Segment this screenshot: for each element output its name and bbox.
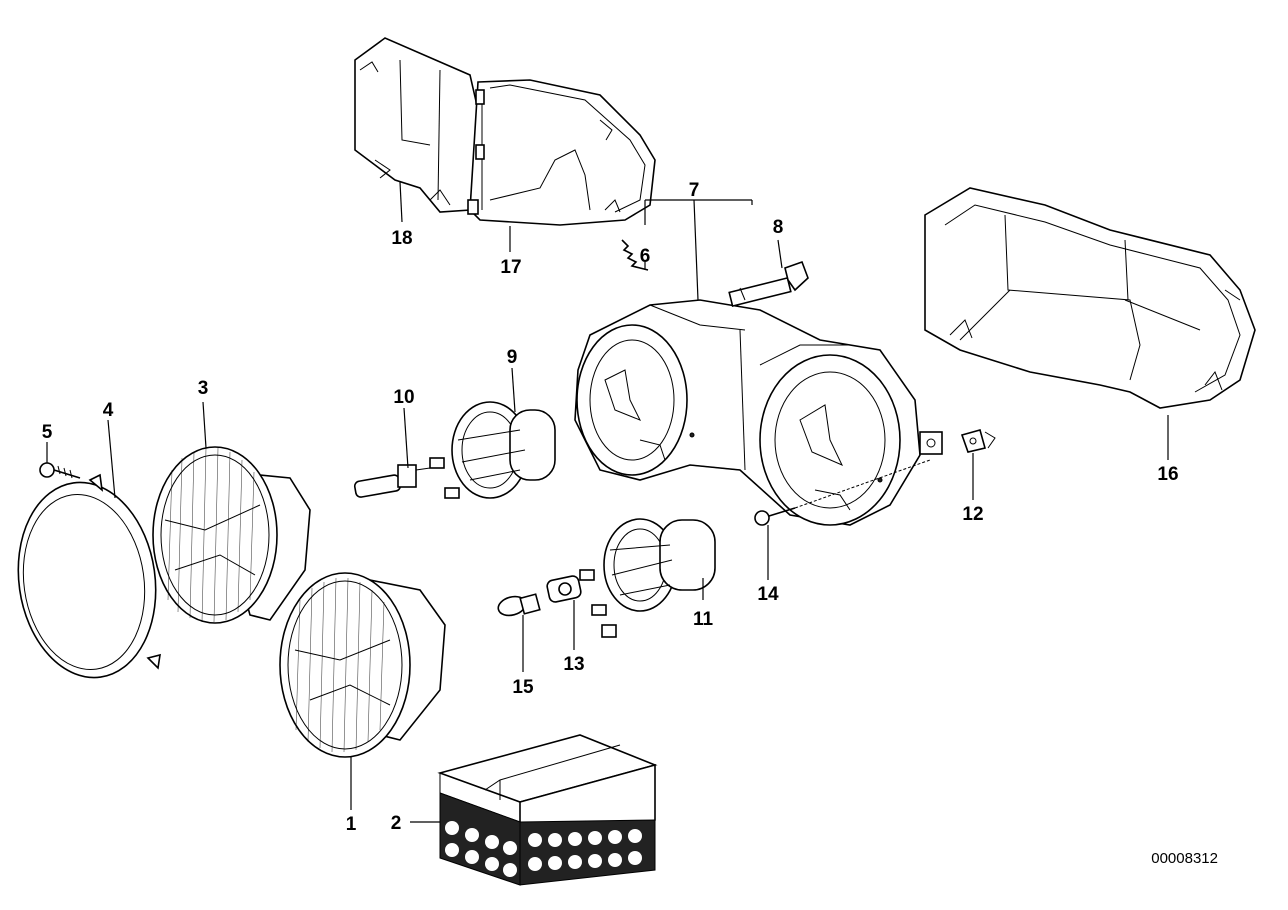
part-3-headlight — [152, 446, 311, 624]
callout-10: 10 — [393, 387, 414, 408]
part-14-screw — [754, 459, 931, 526]
part-15-small-bulb — [497, 593, 541, 617]
callout-1: 1 — [346, 814, 357, 835]
callout-8: 8 — [773, 217, 784, 238]
document-number: 00008312 — [1151, 850, 1218, 867]
part-16-tray — [924, 187, 1256, 409]
part-6-spring — [621, 239, 649, 271]
callout-7: 7 — [689, 180, 700, 201]
callout-17: 17 — [500, 257, 521, 278]
callout-5: 5 — [42, 422, 53, 443]
part-4-trim-ring — [17, 473, 161, 679]
callout-12: 12 — [962, 504, 983, 525]
leader-lines — [46, 181, 1169, 823]
part-12-clip-nut — [960, 429, 996, 453]
callout-16: 16 — [1157, 464, 1178, 485]
headlight-housing — [574, 299, 943, 526]
callout-6: 6 — [640, 246, 651, 267]
callout-9: 9 — [507, 347, 518, 368]
part-1-headlight — [279, 572, 446, 758]
part-10-bulb — [353, 464, 431, 498]
part-9-bulb-socket — [429, 401, 556, 499]
callout-14: 14 — [757, 584, 779, 605]
callout-2: 2 — [391, 813, 402, 834]
part-2-box — [437, 734, 658, 886]
part-8-adjusting-screw — [728, 260, 809, 308]
callout-4: 4 — [103, 400, 114, 421]
callout-3: 3 — [198, 378, 209, 399]
callout-13: 13 — [563, 654, 584, 675]
callout-11: 11 — [693, 609, 714, 630]
part-11-bulb-socket — [579, 518, 716, 638]
callout-18: 18 — [391, 228, 412, 249]
part-5-screw — [39, 462, 81, 479]
callouts: 1 2 3 4 5 6 7 8 9 10 11 12 13 14 15 16 1… — [42, 180, 1179, 835]
callout-15: 15 — [512, 677, 534, 698]
part-17-cover-right — [467, 79, 656, 226]
part-18-cover-left — [354, 37, 479, 213]
part-13-socket — [546, 575, 582, 603]
